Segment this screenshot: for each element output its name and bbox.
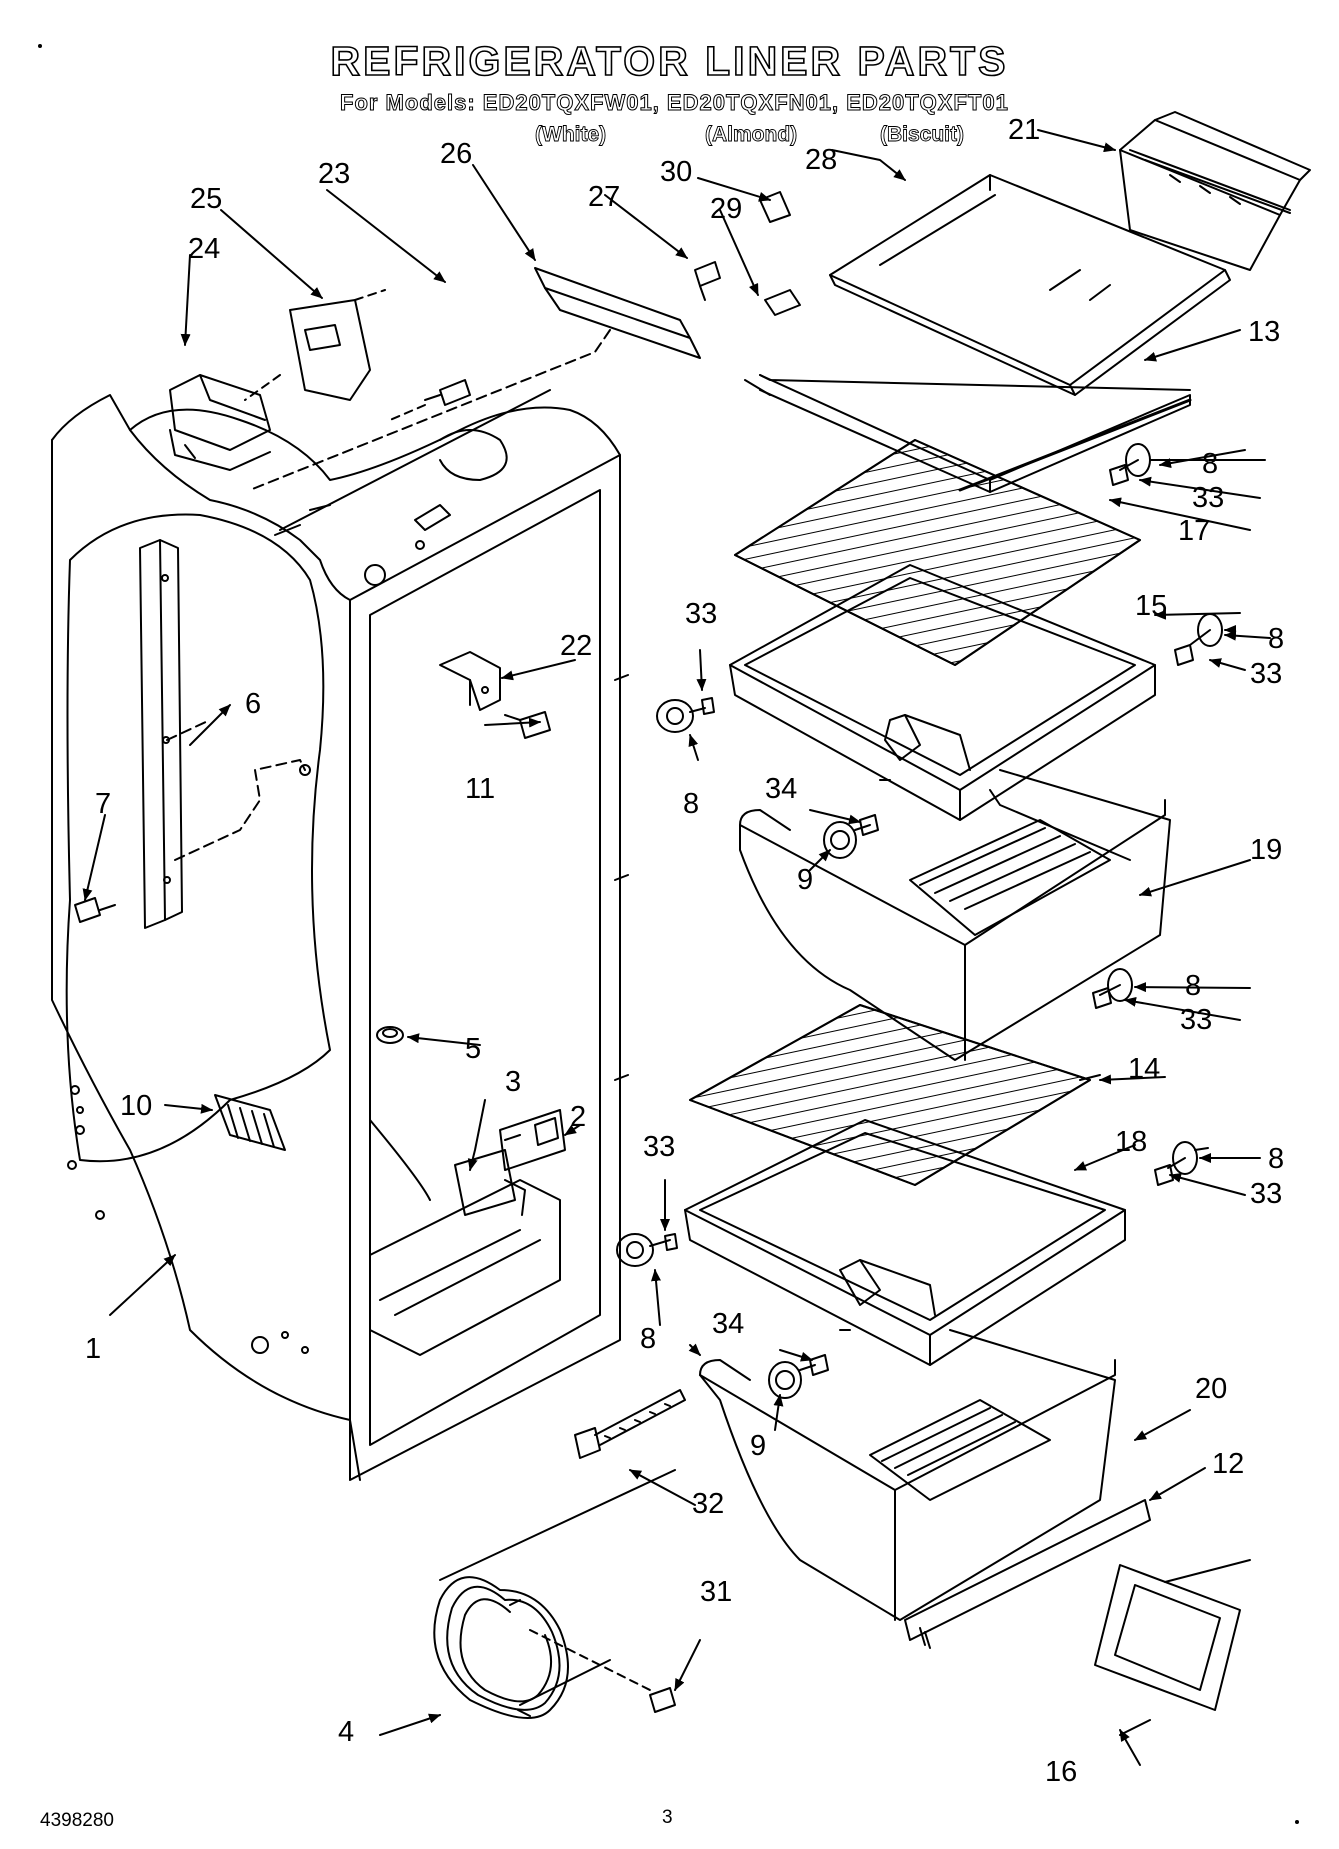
bushing-34 <box>809 814 879 1376</box>
water-tube-4 <box>433 1469 676 1719</box>
part-number: 4398280 <box>40 1810 114 1831</box>
callout-33: 33 <box>1180 1004 1213 1036</box>
crisper-cover-18 <box>684 1119 1126 1366</box>
callout-28: 28 <box>805 144 838 176</box>
nameplate-16 <box>1094 1559 1251 1711</box>
screw-23 <box>389 379 471 421</box>
callout-19: 19 <box>1250 834 1283 866</box>
thermostat-housing-24 <box>169 374 271 471</box>
callout-8: 8 <box>1268 623 1285 655</box>
scan-dot <box>38 44 42 48</box>
callout-33: 33 <box>1250 658 1283 690</box>
wire-shelf-17 <box>734 439 1141 666</box>
page-title: REFRIGERATOR LINER PARTS <box>330 37 1009 85</box>
callout-29: 29 <box>710 193 743 225</box>
callout-2: 2 <box>570 1101 587 1133</box>
callout-18: 18 <box>1115 1126 1148 1158</box>
callout-33: 33 <box>685 598 718 630</box>
callout-8: 8 <box>1185 970 1202 1002</box>
callout-24: 24 <box>188 233 221 265</box>
callout-8: 8 <box>640 1323 657 1355</box>
callout-3: 3 <box>505 1066 522 1098</box>
callout-13: 13 <box>1248 316 1281 348</box>
callout-31: 31 <box>700 1576 733 1608</box>
callout-34: 34 <box>712 1308 745 1340</box>
cabinet-liner <box>51 389 629 1481</box>
callout-23: 23 <box>318 158 351 190</box>
bracket-22 <box>439 651 501 711</box>
callout-17: 17 <box>1178 515 1211 547</box>
wire-tie-32 <box>574 1389 686 1459</box>
screw-31 <box>649 1687 676 1713</box>
callout-14: 14 <box>1128 1053 1161 1085</box>
color-almond-label: (Almond) <box>705 123 798 147</box>
callout-8: 8 <box>683 788 700 820</box>
callout-9: 9 <box>750 1430 767 1462</box>
callout-6: 6 <box>245 688 262 720</box>
callout-30: 30 <box>660 156 693 188</box>
callout-22: 22 <box>560 630 593 662</box>
shelf-end-cap-29 <box>764 289 801 316</box>
page-number: 3 <box>662 1807 673 1828</box>
callout-1: 1 <box>85 1333 102 1365</box>
wire-shelf-14 <box>689 1004 1091 1186</box>
bracket-3 <box>454 1149 526 1216</box>
color-white-label: (White) <box>535 123 607 147</box>
callout-27: 27 <box>588 181 621 213</box>
screw-27 <box>694 261 721 301</box>
callout-11: 11 <box>465 773 496 805</box>
callout-21: 21 <box>1008 114 1041 146</box>
callout-33: 33 <box>1250 1178 1283 1210</box>
plug-5 <box>376 1026 404 1044</box>
callout-8: 8 <box>1202 448 1219 480</box>
drawer-trim-12 <box>904 1499 1151 1649</box>
glass-shelf-28 <box>829 174 1231 396</box>
color-biscuit-label: (Biscuit) <box>880 123 965 147</box>
callout-8: 8 <box>1268 1143 1285 1175</box>
callout-9: 9 <box>797 864 814 896</box>
callout-32: 32 <box>692 1488 725 1520</box>
crisper-cover-15 <box>729 564 1156 821</box>
callout-16: 16 <box>1045 1756 1078 1788</box>
leader-arrows <box>82 129 1271 1766</box>
callout-33: 33 <box>643 1131 676 1163</box>
shelf-stop-30 <box>759 191 791 223</box>
models-line: For Models: ED20TQXFW01, ED20TQXFN01, ED… <box>340 90 1009 116</box>
callout-15: 15 <box>1135 590 1168 622</box>
callout-10: 10 <box>120 1090 153 1122</box>
callout-4: 4 <box>338 1716 355 1748</box>
callout-33: 33 <box>1192 482 1225 514</box>
utility-bin-21 <box>1119 111 1311 271</box>
scan-dot <box>1295 1820 1299 1824</box>
rail-support-8 <box>616 443 1223 1267</box>
callout-25: 25 <box>190 183 223 215</box>
callout-7: 7 <box>95 788 112 820</box>
bracket-2 <box>499 1109 566 1171</box>
callout-20: 20 <box>1195 1373 1228 1405</box>
callout-34: 34 <box>765 773 798 805</box>
control-cover-25 <box>244 289 386 401</box>
callout-26: 26 <box>440 138 473 170</box>
screw-11 <box>504 711 551 739</box>
crisper-drawer-19 <box>739 769 1171 1061</box>
meat-drawer-20 <box>699 1329 1116 1621</box>
callout-12: 12 <box>1212 1448 1245 1480</box>
vent-10 <box>214 1094 286 1151</box>
light-shield-26 <box>249 267 701 491</box>
screw-7 <box>74 897 116 923</box>
callout-5: 5 <box>465 1033 482 1065</box>
shelf-rail <box>139 539 311 929</box>
